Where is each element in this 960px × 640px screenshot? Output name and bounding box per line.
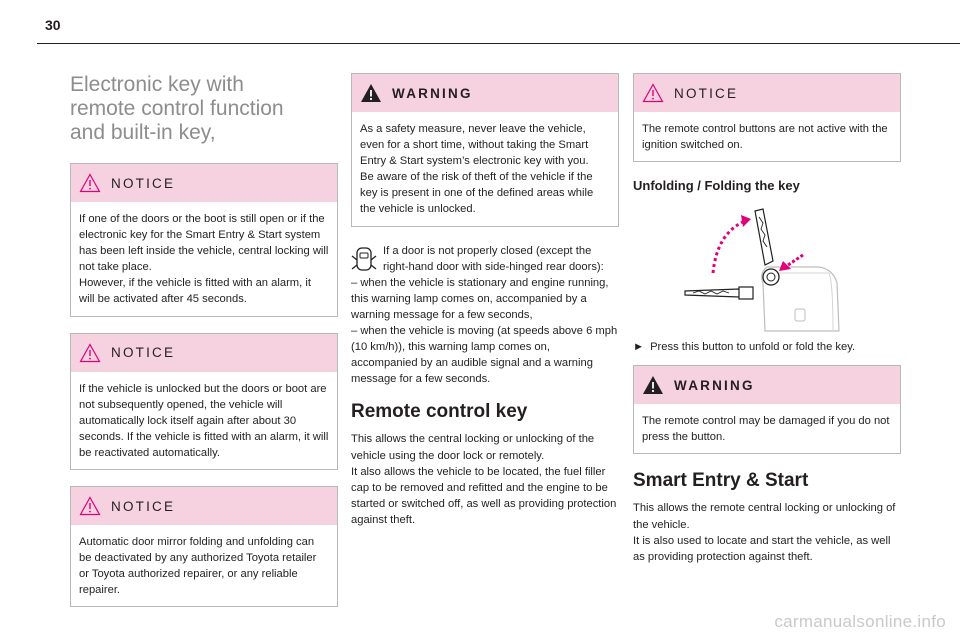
notice-header: NOTICE bbox=[71, 164, 337, 202]
unfold-key-heading: Unfolding / Folding the key bbox=[633, 178, 800, 194]
smart-entry-text: This allows the remote central locking o… bbox=[633, 502, 896, 563]
warning-triangle-outline-icon bbox=[642, 83, 664, 103]
page-number: 30 bbox=[45, 17, 61, 33]
warning-text: As a safety measure, never leave the veh… bbox=[360, 123, 594, 216]
notice-box-4: NOTICE The remote control buttons are no… bbox=[633, 73, 901, 163]
column-2: WARNING As a safety measure, never leave… bbox=[351, 73, 619, 528]
remote-control-text: This allows the central locking or unloc… bbox=[351, 433, 617, 526]
top-divider bbox=[37, 43, 960, 44]
warning-header: WARNING bbox=[634, 366, 900, 405]
warning-header: WARNING bbox=[352, 74, 618, 112]
notice-header: NOTICE bbox=[634, 74, 900, 112]
warning-box: WARNING As a safety measure, never leave… bbox=[351, 73, 619, 227]
notice-header: NOTICE bbox=[71, 487, 337, 526]
notice-text: If the vehicle is unlocked but the doors… bbox=[79, 382, 329, 459]
warning-label: WARNING bbox=[674, 377, 755, 393]
column-1: Electronic key with remote control funct… bbox=[70, 73, 338, 623]
notice-label: NOTICE bbox=[111, 345, 176, 361]
notice-text: If one of the doors or the boot is still… bbox=[79, 213, 329, 306]
notice-text: The remote control buttons are not activ… bbox=[642, 123, 888, 152]
warning-triangle-outline-icon bbox=[79, 173, 101, 193]
warning-label: WARNING bbox=[392, 85, 473, 101]
smart-entry-heading: Smart Entry & Start bbox=[633, 470, 809, 492]
warning-triangle-filled-icon bbox=[643, 376, 663, 395]
notice-box-2: NOTICE If the vehicle is unlocked but th… bbox=[70, 332, 338, 471]
warning-text: The remote control may be damaged if you… bbox=[642, 415, 890, 444]
notice-label: NOTICE bbox=[674, 85, 739, 101]
door-warning-paragraph: If a door is not properly closed (except… bbox=[351, 243, 619, 388]
watermark: carmanualsonline.info bbox=[774, 612, 946, 631]
page-title: Electronic key with remote control funct… bbox=[70, 73, 284, 144]
unfold-instruction: ► Press this button to unfold or fold the… bbox=[633, 339, 901, 355]
warning-triangle-outline-icon bbox=[79, 496, 101, 516]
key-unfold-illustration bbox=[633, 203, 901, 333]
notice-header: NOTICE bbox=[71, 333, 337, 372]
column-3: NOTICE The remote control buttons are no… bbox=[633, 73, 901, 565]
notice-box-1: NOTICE If one of the doors or the boot i… bbox=[70, 163, 338, 317]
notice-box-3: NOTICE Automatic door mirror folding and… bbox=[70, 486, 338, 608]
notice-label: NOTICE bbox=[111, 498, 176, 514]
notice-label: NOTICE bbox=[111, 175, 176, 191]
remote-control-heading: Remote control key bbox=[351, 401, 528, 423]
unfold-instruction-text: Press this button to unfold or fold the … bbox=[650, 341, 856, 354]
bullet-arrow-icon: ► bbox=[633, 341, 645, 354]
warning-box-2: WARNING The remote control may be damage… bbox=[633, 365, 901, 455]
warning-triangle-filled-icon bbox=[361, 84, 381, 102]
notice-text: Automatic door mirror folding and unfold… bbox=[79, 536, 317, 597]
warning-triangle-outline-icon bbox=[79, 342, 101, 362]
door-warning-text: If a door is not properly closed (except… bbox=[351, 244, 618, 386]
door-open-warning-lamp-icon bbox=[351, 246, 377, 271]
